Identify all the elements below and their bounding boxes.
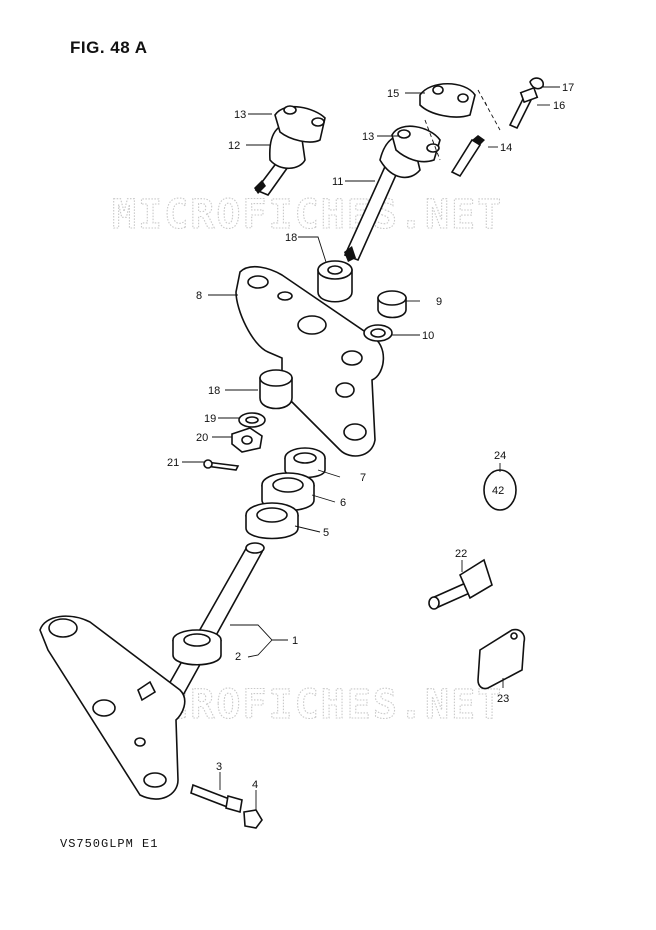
callout-6: 6 bbox=[340, 497, 346, 509]
holder-bolt-upper bbox=[508, 77, 544, 130]
handlebar-holder-left bbox=[254, 105, 326, 196]
steering-nut bbox=[284, 447, 326, 479]
callout-1: 1 bbox=[292, 635, 298, 647]
callout-18-lower: 18 bbox=[208, 385, 220, 397]
callout-4: 4 bbox=[252, 779, 258, 791]
callout-8: 8 bbox=[196, 290, 202, 302]
callout-20: 20 bbox=[196, 432, 208, 444]
callout-7: 7 bbox=[360, 472, 366, 484]
steering-lock bbox=[428, 558, 493, 610]
bushing-upper bbox=[317, 260, 353, 303]
upper-bracket bbox=[235, 265, 385, 457]
handlebar-holder-right bbox=[343, 125, 441, 262]
callout-9: 9 bbox=[436, 296, 442, 308]
bearing-race bbox=[261, 472, 315, 512]
bearing bbox=[245, 502, 299, 540]
callout-13-right: 13 bbox=[362, 131, 374, 143]
holder-bolt-lower bbox=[450, 135, 485, 178]
watermark-top: MICROFICHES.NET bbox=[112, 192, 503, 238]
bushing-lower bbox=[259, 369, 293, 410]
callout-14: 14 bbox=[500, 142, 512, 154]
pinch-nut bbox=[243, 809, 263, 829]
callout-18-upper: 18 bbox=[285, 232, 297, 244]
stem-bearing bbox=[172, 629, 222, 666]
cotter-pin bbox=[203, 459, 240, 471]
model-code: VS750GLPM E1 bbox=[60, 837, 159, 851]
callout-21: 21 bbox=[167, 457, 179, 469]
callout-19: 19 bbox=[204, 413, 216, 425]
rubber-cap bbox=[377, 290, 407, 319]
callout-13-left: 13 bbox=[234, 109, 246, 121]
callout-16: 16 bbox=[553, 100, 565, 112]
callout-2: 2 bbox=[235, 651, 241, 663]
callout-23: 23 bbox=[497, 693, 509, 705]
callout-10: 10 bbox=[422, 330, 434, 342]
holder-cap bbox=[419, 83, 476, 118]
callout-5: 5 bbox=[323, 527, 329, 539]
figure-title: FIG. 48 A bbox=[70, 38, 148, 57]
callout-22: 22 bbox=[455, 548, 467, 560]
washer-19 bbox=[238, 412, 266, 428]
nut-20 bbox=[231, 427, 263, 453]
callout-24: 24 bbox=[494, 450, 506, 462]
pinch-bolt bbox=[190, 783, 243, 814]
washer-10 bbox=[363, 324, 393, 342]
callout-12: 12 bbox=[228, 140, 240, 152]
key-tag-label: 42 bbox=[492, 485, 504, 497]
callout-11: 11 bbox=[332, 176, 343, 188]
callout-3: 3 bbox=[216, 761, 222, 773]
lock-plate bbox=[477, 628, 526, 690]
key-tag: 42 bbox=[483, 469, 517, 511]
leader-lines bbox=[182, 86, 560, 810]
callout-15: 15 bbox=[387, 88, 399, 100]
steering-stem bbox=[39, 542, 265, 800]
callout-17: 17 bbox=[562, 82, 574, 94]
